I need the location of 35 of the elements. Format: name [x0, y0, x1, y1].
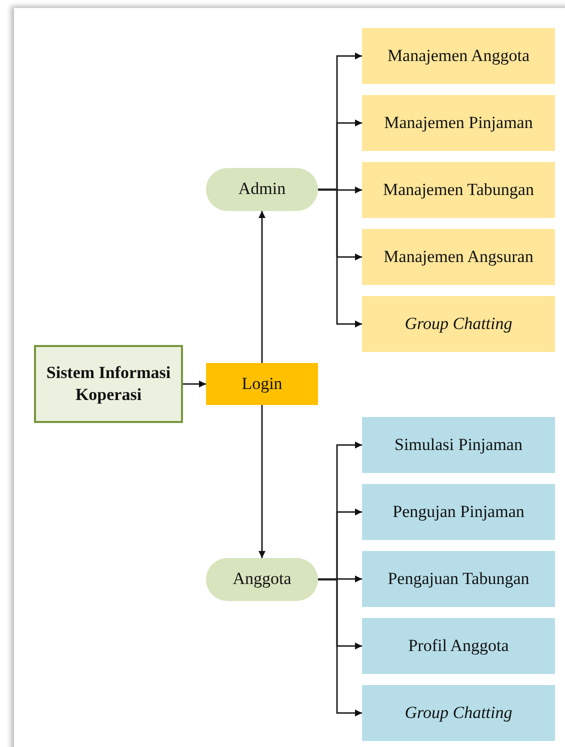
system-box	[34, 345, 183, 423]
node-label: Manajemen Anggota	[387, 44, 530, 67]
node-label: Group Chatting	[404, 312, 512, 335]
node-label: Profil Anggota	[408, 634, 509, 657]
node-label: Pengajuan Tabungan	[388, 568, 530, 590]
node-label: Manajemen Angsuran	[384, 246, 534, 268]
feature-box	[362, 685, 555, 741]
arrow	[258, 405, 266, 558]
feature-box	[362, 95, 555, 151]
arrow	[318, 188, 362, 328]
role-pill	[206, 558, 318, 601]
feature-box	[362, 229, 555, 285]
node-label: Pengujan Pinjaman	[392, 500, 524, 523]
feature-box	[362, 618, 555, 674]
feature-box	[362, 417, 555, 473]
process-box	[206, 363, 318, 405]
feature-box	[362, 162, 555, 218]
feature-box	[362, 484, 555, 540]
feature-box	[362, 28, 555, 84]
node-label: Admin	[238, 178, 286, 200]
arrow	[318, 578, 362, 716]
node-label: Sistem Informasi Koperasi	[45, 362, 172, 406]
role-pill	[206, 168, 318, 211]
node-label: Manajemen Pinjaman	[384, 112, 533, 134]
arrow	[318, 576, 362, 582]
node-label: Group Chatting	[404, 702, 512, 724]
feature-box	[362, 296, 555, 352]
arrow	[258, 211, 266, 363]
arrow	[183, 380, 206, 388]
node-label: Manajemen Tabungan	[383, 178, 534, 201]
node-label: Login	[242, 372, 282, 395]
node-label: Anggota	[232, 568, 292, 590]
arrow	[318, 186, 362, 194]
feature-box	[362, 551, 555, 607]
node-label: Simulasi Pinjaman	[394, 434, 522, 456]
